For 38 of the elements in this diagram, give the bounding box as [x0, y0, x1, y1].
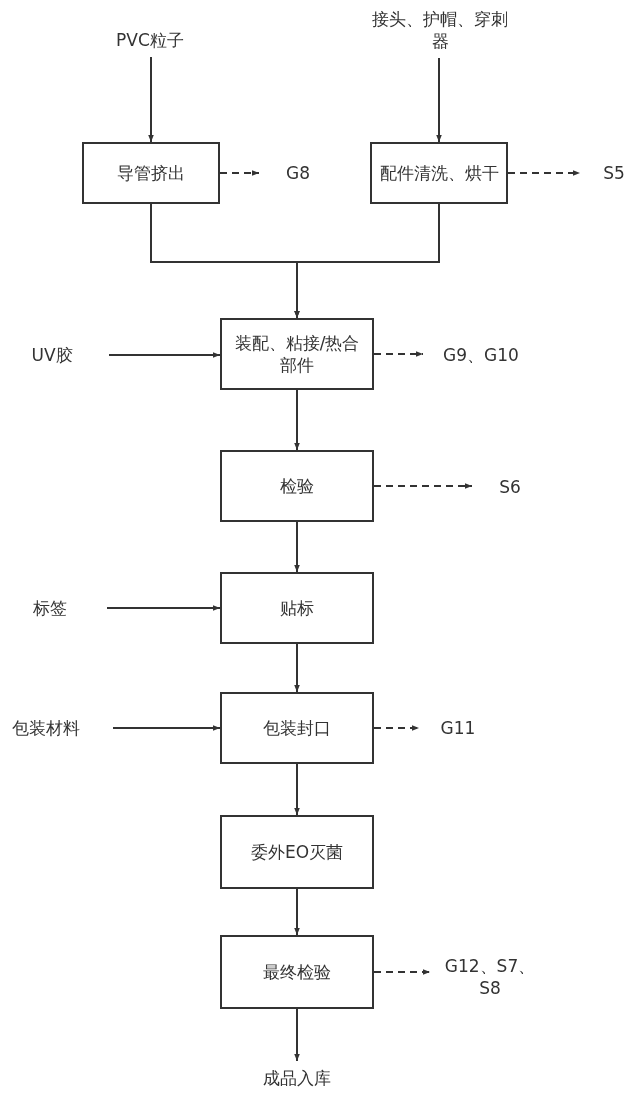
dashed-arrow — [373, 725, 420, 731]
process-box: 装配、粘接/热合部件 — [220, 318, 374, 390]
arrow — [294, 763, 300, 816]
dashed-arrow — [373, 351, 424, 357]
dashed-arrow — [507, 170, 581, 176]
arrow — [436, 57, 442, 143]
arrow — [294, 389, 300, 451]
arrow — [108, 352, 221, 358]
input-text: 包装材料 — [1, 716, 91, 740]
arrow — [112, 725, 221, 731]
arrow — [294, 643, 300, 693]
process-box: 包装封口 — [220, 692, 374, 764]
input-text: PVC粒子 — [100, 28, 200, 52]
dashed-arrow — [373, 483, 473, 489]
input-text: 接头、护帽、穿刺器 — [365, 7, 515, 53]
arrow — [294, 1008, 300, 1062]
arrow — [148, 56, 154, 143]
process-box: 导管挤出 — [82, 142, 220, 204]
arrow — [294, 203, 440, 319]
process-box: 检验 — [220, 450, 374, 522]
output-text: G9、G10 — [431, 343, 531, 367]
arrow — [294, 888, 300, 936]
product-text: 成品入库 — [252, 1066, 342, 1090]
output-text: G8 — [273, 161, 323, 185]
output-text: G11 — [433, 716, 483, 740]
process-box: 贴标 — [220, 572, 374, 644]
output-text: S5 — [594, 161, 634, 185]
process-box: 配件清洗、烘干 — [370, 142, 508, 204]
input-text: UV胶 — [17, 343, 87, 367]
process-box: 委外EO灭菌 — [220, 815, 374, 889]
output-text: G12、S7、S8 — [440, 954, 540, 1000]
output-text: S6 — [490, 475, 530, 499]
arrow — [106, 605, 221, 611]
arrow — [294, 521, 300, 573]
dashed-arrow — [373, 969, 431, 975]
dashed-arrow — [219, 170, 260, 176]
input-text: 标签 — [15, 596, 85, 620]
process-box: 最终检验 — [220, 935, 374, 1009]
